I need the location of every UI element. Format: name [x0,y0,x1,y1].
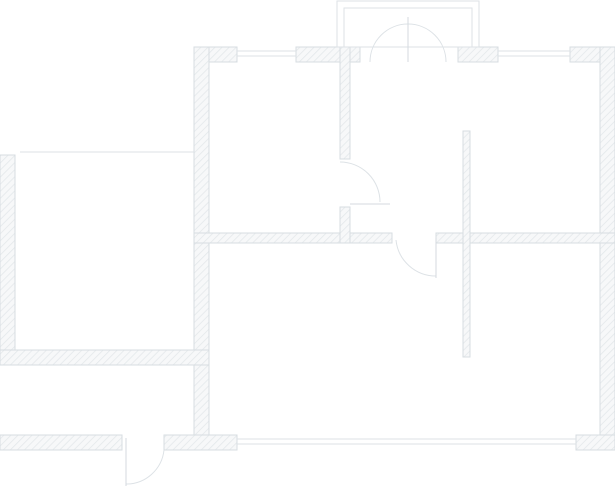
doors [125,17,447,486]
door-lower-mid [395,238,437,278]
wall-bottom-left [163,434,238,451]
wall-top-right-a [457,46,499,63]
door-bottom-entry [125,438,165,486]
wall-upper-divider-a [339,46,351,160]
wall-entry-left [0,434,123,451]
wall-partition-right [462,130,471,358]
wall-main-left [193,46,210,451]
wall-annex-bottom [0,349,210,366]
wall-mid-left [193,232,393,244]
wall-right [599,46,615,451]
exterior-walls [0,46,615,451]
wall-annex-left [0,154,16,366]
door-upper-mid [339,161,390,205]
interior-walls [193,46,615,358]
door-top-round [369,17,447,63]
wall-bottom-right [575,434,615,451]
window-lines [20,0,576,445]
wall-upper-divider-b [339,206,351,244]
